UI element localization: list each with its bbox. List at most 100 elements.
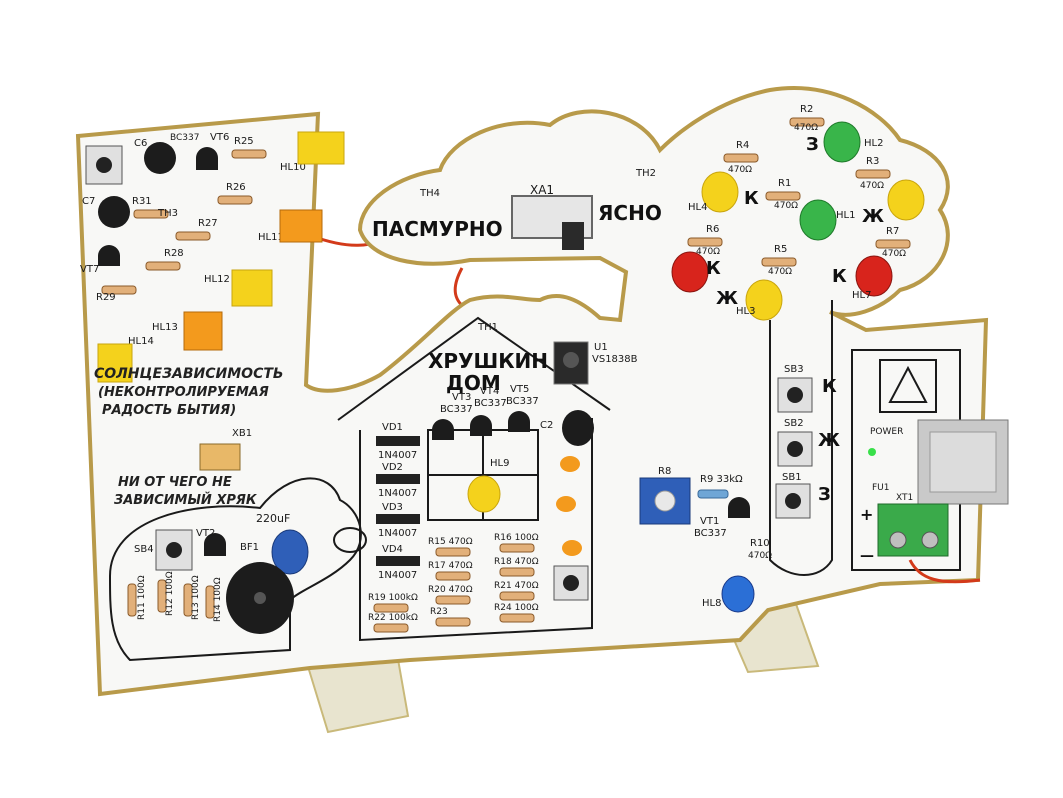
r29-label: R29 [96, 292, 116, 303]
hl13-label: HL13 [152, 322, 178, 333]
u1-type: VS1838B [592, 354, 638, 365]
house-title-2: ДОМ [446, 371, 501, 395]
r9-label: R9 33kΩ [700, 474, 743, 485]
tree-r7-val: 470Ω [882, 249, 906, 259]
c7-label: C7 [82, 196, 95, 207]
vd1-ref: VD1 [382, 422, 403, 433]
pig-r14: R14 100Ω [213, 577, 223, 622]
tree-r3: R3 [866, 156, 879, 167]
power-section: POWER FU1 XT1 + — [851, 349, 1009, 584]
led-hl10 [297, 131, 345, 165]
capacitor-220uf [271, 529, 309, 575]
tree-r5-val: 470Ω [768, 267, 792, 277]
letter-zh-right: Ж [862, 206, 884, 227]
r10-label: R10 [750, 538, 770, 549]
bf1-label: BF1 [240, 542, 259, 553]
house-title-1: ХРУШКИН [428, 349, 548, 373]
hl14-label: HL14 [128, 336, 154, 347]
sb1-label: SB1 [782, 472, 802, 483]
hl10-label: HL10 [280, 162, 306, 173]
tree-hl4: HL4 [688, 202, 707, 213]
jumper-xb1[interactable] [199, 443, 241, 471]
vd1-type: 1N4007 [378, 450, 417, 461]
tree-hl3: HL3 [736, 306, 755, 317]
res-r17: R17 470Ω [428, 561, 473, 571]
vt4-type: BC337 [474, 398, 507, 409]
th1-label: TH1 [477, 322, 498, 333]
vt3-type: BC337 [440, 404, 473, 415]
caption-line-1: СОЛНЦЕЗАВИСИМОСТЬ [94, 366, 284, 382]
tree-hl7: HL7 [852, 290, 871, 301]
tree-r5: R5 [774, 244, 787, 255]
hl11-label: HL11 [258, 232, 284, 243]
hl12-label: HL12 [204, 274, 230, 285]
r8-label: R8 [658, 466, 671, 477]
res-r22: R22 100kΩ [368, 613, 418, 623]
vd4-ref: VD4 [382, 544, 403, 555]
r28-label: R28 [164, 248, 184, 259]
pig-r12: R12 100Ω [165, 571, 175, 616]
led-hl13 [183, 311, 223, 351]
th4-label: TH4 [419, 188, 440, 199]
sb3-label: SB3 [784, 364, 804, 375]
power-label: POWER [870, 427, 903, 437]
xb1-label: XB1 [232, 428, 252, 439]
r25-label: R25 [234, 136, 254, 147]
tree-r4: R4 [736, 140, 749, 151]
xt1-label: XT1 [896, 493, 913, 503]
res-r16: R16 100Ω [494, 533, 539, 543]
led-blue-hl8 [721, 575, 755, 613]
r31-label: R31 [132, 196, 152, 207]
th2-label: TH2 [635, 168, 656, 179]
led-red-left [671, 251, 709, 293]
pig-r13: R13 100Ω [191, 575, 201, 620]
res-r18: R18 470Ω [494, 557, 539, 567]
res-r20: R20 470Ω [428, 585, 473, 595]
left-panel: C6 BC337 VT6 R25 R26 R27 R28 R29 R31 C7 … [80, 131, 345, 508]
house-orange-leds [556, 456, 582, 556]
letter-k-left: К [744, 188, 759, 209]
r26-label: R26 [226, 182, 246, 193]
vt5-type: BC337 [506, 396, 539, 407]
led-green-top [823, 121, 861, 163]
led-hl12 [231, 269, 273, 307]
terminal-block[interactable] [877, 503, 949, 557]
r10-value: 470Ω [748, 551, 772, 561]
electrolytic-c2: C2 [540, 410, 594, 446]
led-green-mid [799, 199, 837, 241]
led-yellow-hl4 [701, 171, 739, 213]
house-resistors: R15 470Ω R16 100Ω R17 470Ω R18 470Ω R20 … [368, 533, 539, 633]
switch-designator: XA1 [530, 183, 554, 197]
sb1-letter: З [818, 484, 831, 505]
switch-left-label: ПАСМУРНО [372, 217, 503, 241]
tree-hl2: HL2 [864, 138, 883, 149]
vt1-label: VT1 [700, 516, 719, 527]
pig-caption-2: ЗАВИСИМЫЙ ХРЯК [114, 492, 258, 508]
th3-label: TH3 [157, 208, 178, 219]
sb2-label: SB2 [784, 418, 804, 429]
tree-r1: R1 [778, 178, 791, 189]
vt3-ref: VT3 [452, 392, 471, 403]
res-r19: R19 100kΩ [368, 593, 418, 603]
vd3-type: 1N4007 [378, 528, 417, 539]
vt6-label: VT6 [210, 132, 229, 143]
tree-r6: R6 [706, 224, 719, 235]
house-section: ХРУШКИН ДОМ TH1 VT3 BC337 VT4 BC337 VT5 … [337, 316, 638, 642]
vt1-type: BC337 [694, 528, 727, 539]
switch-cloud: XA1 ПАСМУРНО ЯСНО TH4 TH2 [372, 168, 662, 250]
tree-r1-val: 470Ω [774, 201, 798, 211]
res-r21: R21 470Ω [494, 581, 539, 591]
switch-right-label: ЯСНО [598, 201, 662, 225]
letter-k-right: К [832, 266, 847, 287]
led-hl14 [97, 343, 133, 383]
led-yellow-hl3 [745, 279, 783, 321]
fu1-label: FU1 [872, 483, 890, 493]
pig-section: SB4 VT2 220uF BF1 R11 100Ω R12 100Ω R13 … [108, 477, 367, 662]
led-hl9 [467, 475, 501, 513]
led-hl11 [279, 209, 323, 243]
u1-ref: U1 [594, 342, 608, 353]
res-r24: R24 100Ω [494, 603, 539, 613]
caption-line-3: РАДОСТЬ БЫТИЯ) [102, 403, 236, 418]
vt4-ref: VT4 [480, 386, 499, 397]
power-led [868, 448, 876, 456]
